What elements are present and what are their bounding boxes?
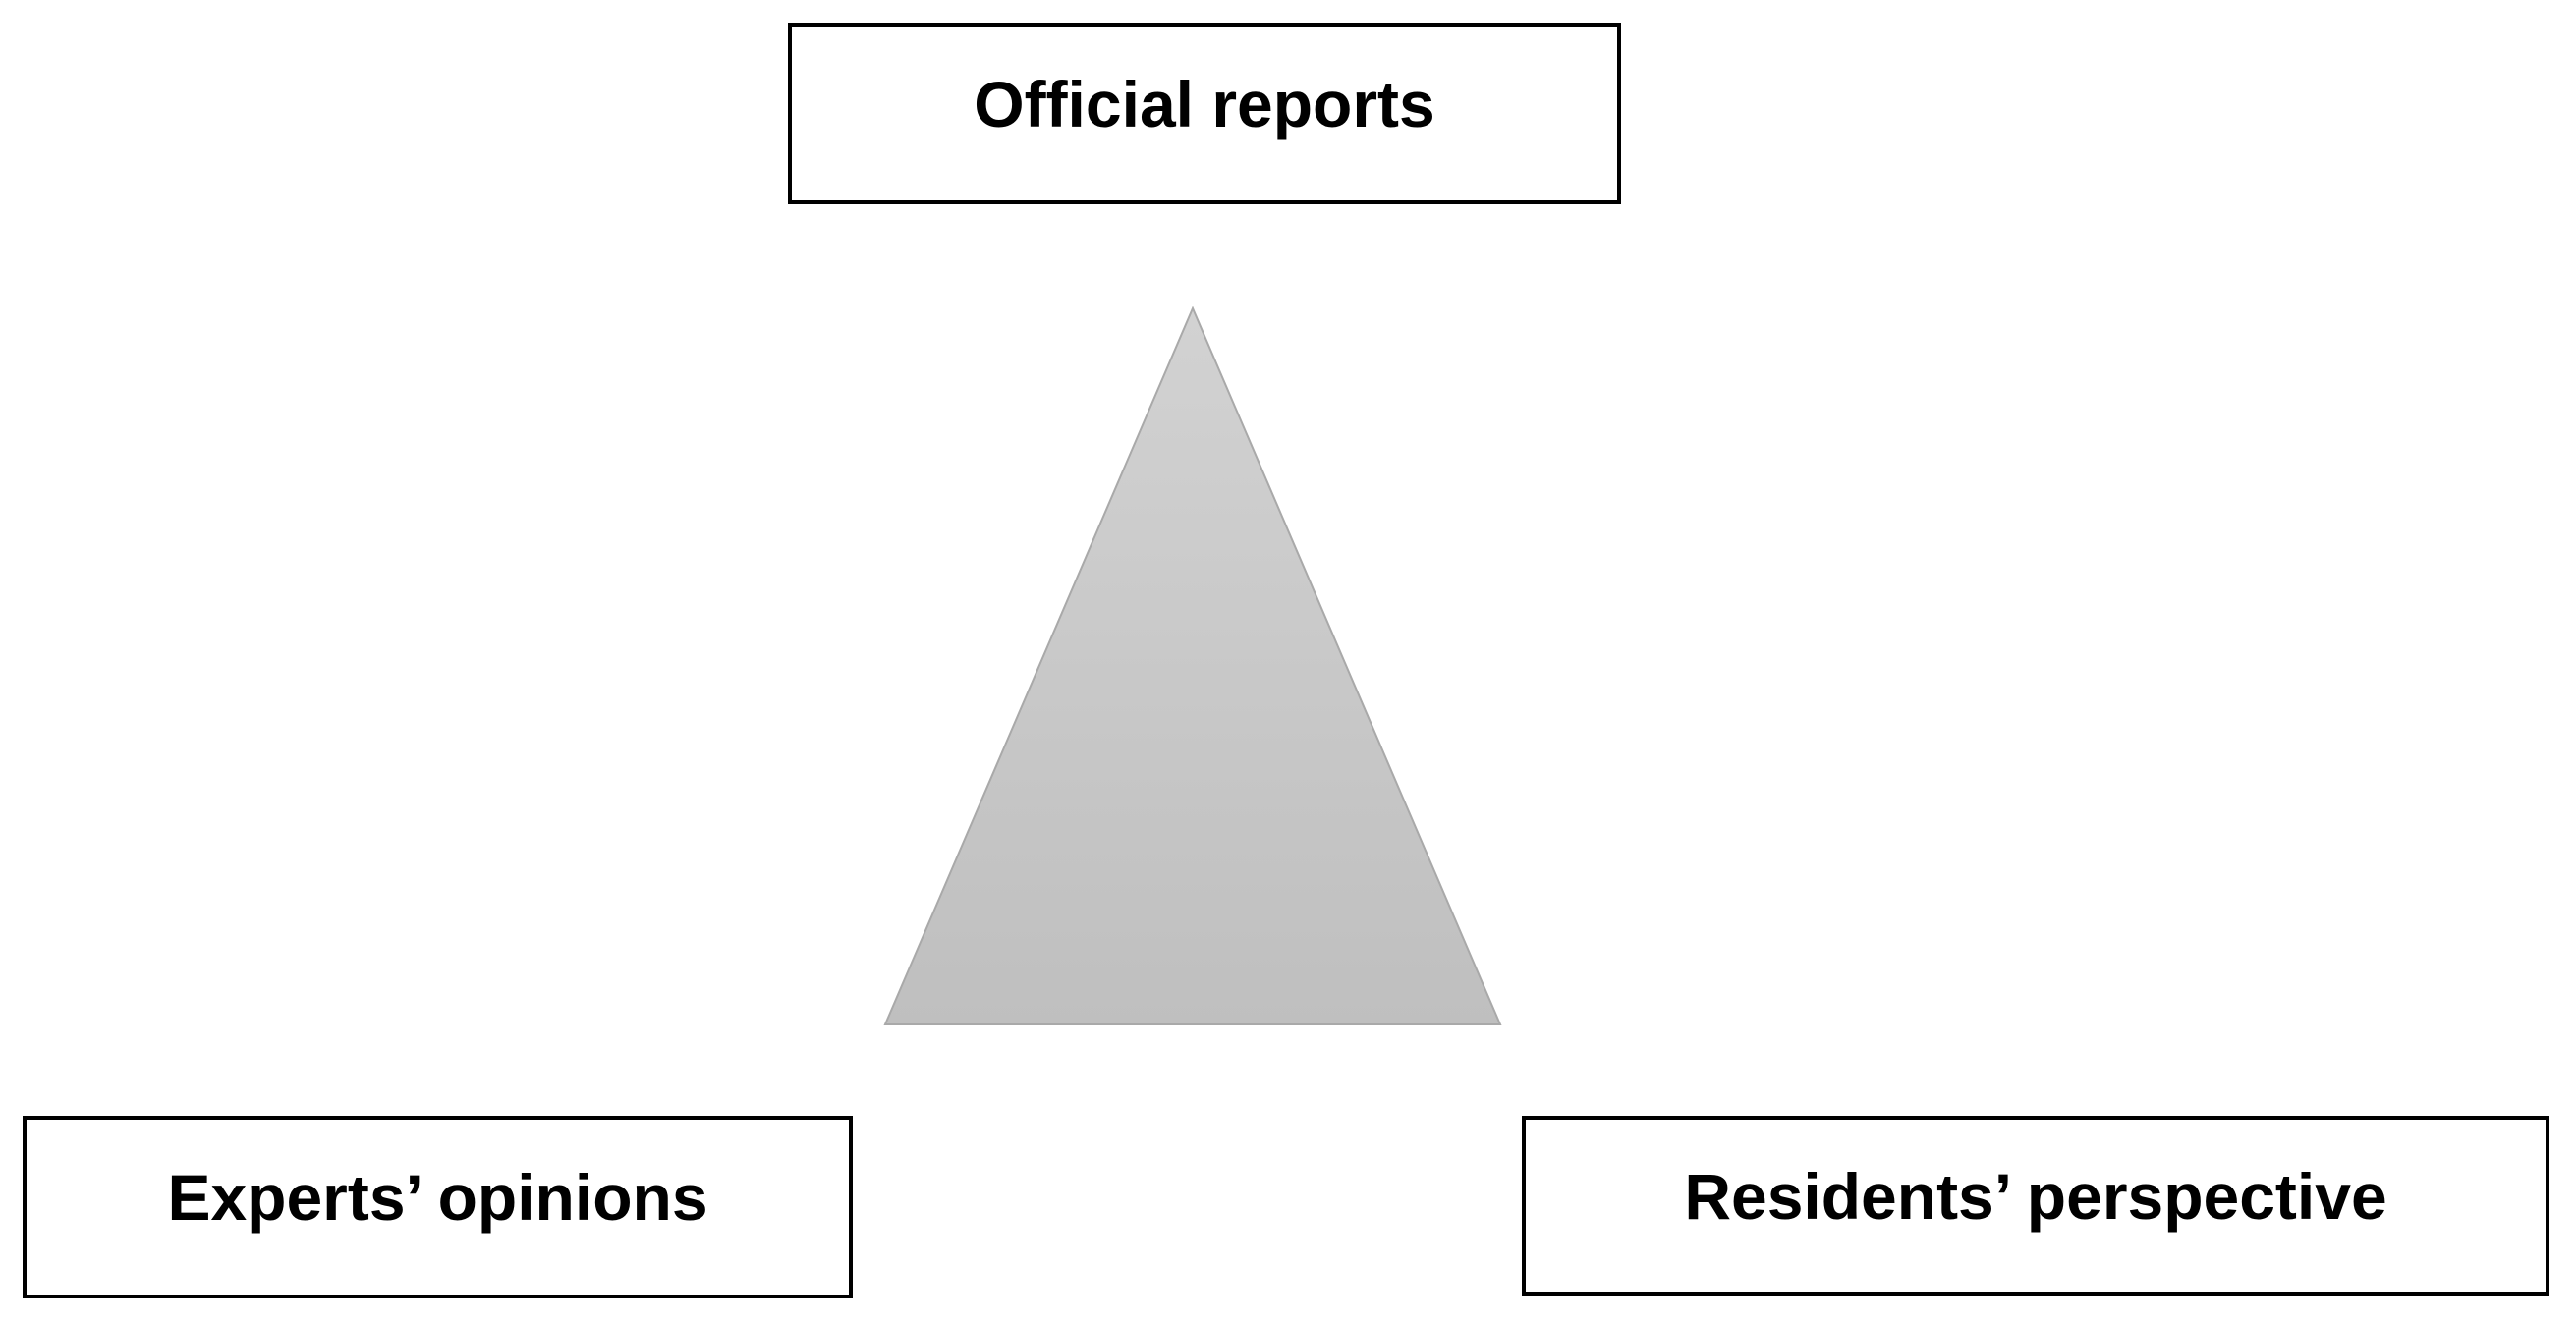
triangle-polygon (883, 306, 1502, 1025)
node-experts-opinions: Experts’ opinions (23, 1116, 853, 1298)
node-official-reports-label: Official reports (974, 67, 1435, 140)
node-residents-perspective: Residents’ perspective (1522, 1116, 2549, 1296)
node-residents-perspective-label: Residents’ perspective (1684, 1159, 2387, 1233)
triangle-shape (883, 306, 1502, 1025)
node-official-reports: Official reports (788, 23, 1621, 204)
node-experts-opinions-label: Experts’ opinions (167, 1161, 708, 1234)
